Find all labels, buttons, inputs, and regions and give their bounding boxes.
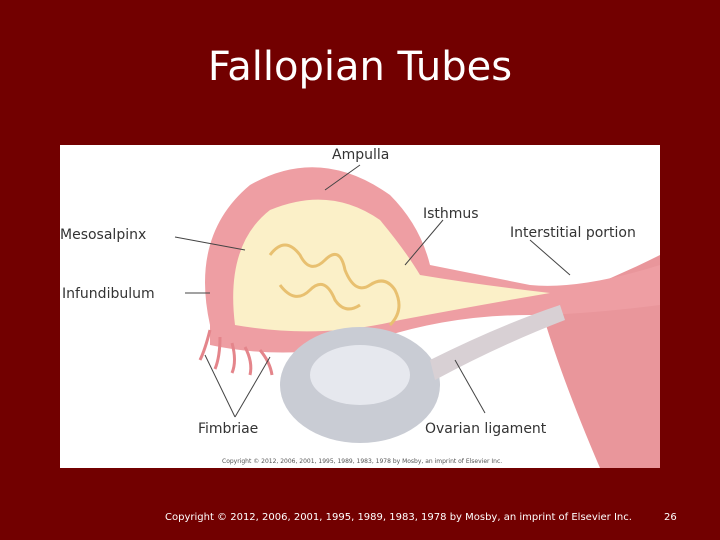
ovarian-ligament-shape (430, 305, 565, 380)
fimbriae-drawing (198, 329, 274, 376)
label-infundibulum: Infundibulum (62, 286, 155, 302)
leader-lines (174, 164, 571, 418)
slide-footer: Copyright © 2012, 2006, 2001, 1995, 1989… (165, 512, 632, 523)
slide-title: Fallopian Tubes (207, 44, 513, 90)
label-ovarian-ligament: Ovarian ligament (425, 421, 547, 437)
label-ampulla: Ampulla (332, 147, 390, 163)
label-interstitial-portion: Interstitial portion (510, 225, 636, 241)
label-isthmus: Isthmus (423, 206, 479, 222)
label-mesosalpinx: Mesosalpinx (60, 227, 147, 243)
tube-lumen (233, 199, 550, 332)
mucosal-folds (268, 243, 401, 327)
page-number: 26 (664, 512, 677, 523)
ovary-highlight (310, 345, 410, 405)
label-fimbriae: Fimbriae (198, 421, 259, 437)
fallopian-tube-illustration: Ampulla Isthmus Mesosalpinx Interstitial… (60, 145, 660, 468)
anatomy-drawing (174, 164, 660, 468)
figure-copyright: Copyright © 2012, 2006, 2001, 1995, 1989… (222, 458, 503, 465)
